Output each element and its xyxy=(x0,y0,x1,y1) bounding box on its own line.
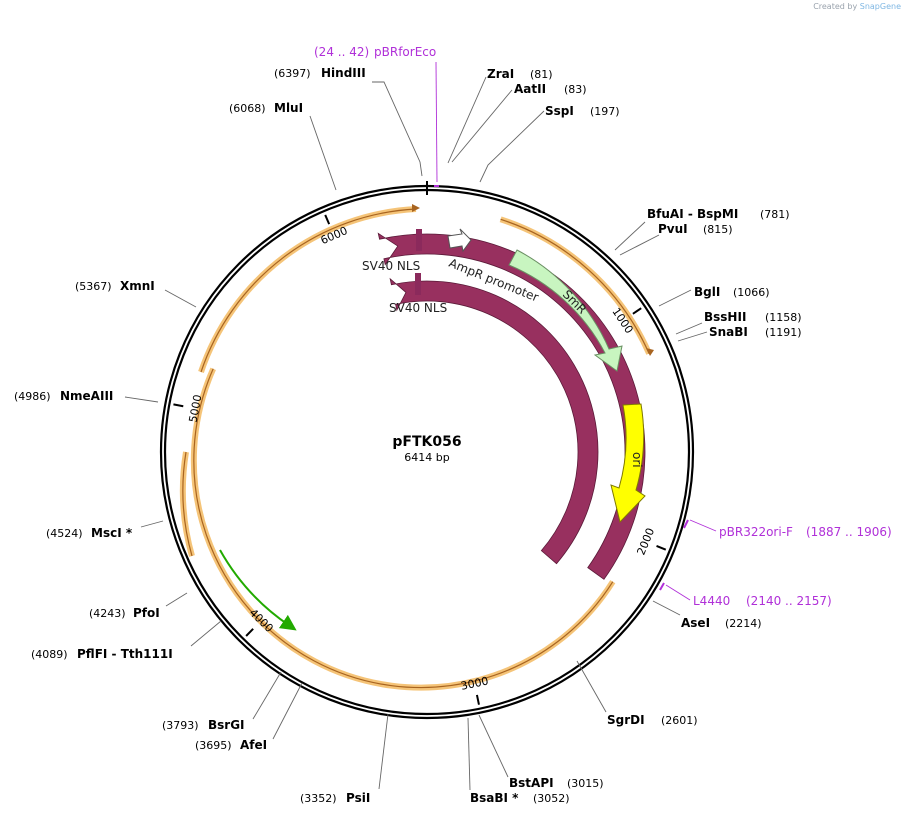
site-pos: (4524) xyxy=(46,527,83,540)
site-name: AseI xyxy=(681,616,710,630)
primer-name: pBRforEco xyxy=(374,45,436,59)
leader-lines xyxy=(124,61,717,791)
site-pos: (197) xyxy=(590,105,620,118)
feature-label-cas9-outer: Cas9 xyxy=(237,540,263,573)
site-name: BfuAI - BspMI xyxy=(647,207,738,221)
cas9-arc xyxy=(389,277,599,565)
primer-labels: (24 .. 42) pBRforEco pBR322ori-F (1887 .… xyxy=(314,45,892,608)
site-name: HindIII xyxy=(321,66,366,80)
tick-mark xyxy=(245,628,254,637)
site-name: MluI xyxy=(274,101,303,115)
smr-arrow xyxy=(508,249,623,372)
feature-label-sv40-nls-2: SV40 NLS xyxy=(389,301,447,315)
site-name: XmnI xyxy=(120,279,155,293)
site-pos: (1191) xyxy=(765,326,802,339)
site-name: PfoI xyxy=(133,606,160,620)
tick-mark xyxy=(324,214,331,225)
orf-arcs xyxy=(179,206,652,691)
tick-label: 5000 xyxy=(187,394,205,424)
site-pos: (5367) xyxy=(75,280,112,293)
primer-range: (1887 .. 1906) xyxy=(806,525,892,539)
site-pos: (1066) xyxy=(733,286,770,299)
site-name: BsrGI xyxy=(208,718,245,732)
site-pos: (3015) xyxy=(567,777,604,790)
primer-mark-pbr322ori xyxy=(683,519,689,529)
site-pos: (2601) xyxy=(661,714,698,727)
site-name: SspI xyxy=(545,104,574,118)
tick-label: 6000 xyxy=(319,224,350,247)
site-name: AatII xyxy=(514,82,546,96)
site-pos: (4243) xyxy=(89,607,126,620)
site-name: SnaBI xyxy=(709,325,748,339)
site-pos: (6397) xyxy=(274,67,311,80)
sv40-nls-block-2 xyxy=(415,273,421,295)
site-pos: (83) xyxy=(564,83,587,96)
site-name: BssHII xyxy=(704,310,746,324)
orf-arrowhead xyxy=(646,348,654,356)
ori-arrow xyxy=(610,403,646,524)
tick-label: 2000 xyxy=(635,526,658,557)
feature-label-cas9-inner: Cas9 xyxy=(278,517,304,550)
primer-range: (2140 .. 2157) xyxy=(746,594,832,608)
primer-range: (24 .. 42) xyxy=(314,45,369,59)
site-pos: (1158) xyxy=(765,311,802,324)
orf-arrowhead-2 xyxy=(412,204,420,212)
primer-name: pBR322ori-F xyxy=(719,525,793,539)
tick-mark xyxy=(173,403,184,408)
site-name: MscI * xyxy=(91,526,133,540)
feature-label-ori: ori xyxy=(630,452,644,468)
primer-name: L4440 xyxy=(693,594,730,608)
site-pos: (781) xyxy=(760,208,790,221)
ampr-promoter-arrow xyxy=(447,228,472,253)
site-name: SgrDI xyxy=(607,713,645,727)
site-name: PflFI - Tth111I xyxy=(77,647,173,661)
site-name: ZraI xyxy=(487,67,514,81)
credit-prefix: Created by xyxy=(813,2,858,11)
cas9-inner-arrow xyxy=(389,277,599,565)
site-name: PsiI xyxy=(346,791,370,805)
snapgene-logo: SnapGene xyxy=(859,2,901,11)
site-labels-left: (6397) HindIII (6068) MluI (5367) XmnI (… xyxy=(14,66,370,805)
site-name: BsaBI * xyxy=(470,791,519,805)
snapgene-credit: Created by SnapGene xyxy=(813,2,901,11)
site-name: BstAPI xyxy=(509,776,554,790)
tick-mark xyxy=(632,307,642,315)
tick-label: 3000 xyxy=(460,674,490,692)
site-pos: (3052) xyxy=(533,792,570,805)
site-name: NmeAIII xyxy=(60,389,113,403)
feature-label-sv40-nls-1: SV40 NLS xyxy=(362,259,420,273)
green-feature-arrow xyxy=(219,549,297,631)
site-pos: (4089) xyxy=(31,648,68,661)
site-name: PvuI xyxy=(658,222,688,236)
site-pos: (2214) xyxy=(725,617,762,630)
primer-mark-l4440 xyxy=(659,582,665,591)
site-pos: (3793) xyxy=(162,719,199,732)
site-name: BglI xyxy=(694,285,720,299)
site-name: AfeI xyxy=(240,738,267,752)
tick-mark xyxy=(475,694,480,705)
tick-mark xyxy=(656,544,667,551)
plasmid-size: 6414 bp xyxy=(404,451,449,464)
site-pos: (3695) xyxy=(195,739,232,752)
site-pos: (6068) xyxy=(229,102,266,115)
site-labels-right: ZraI (81) AatII (83) SspI (197) BfuAI - … xyxy=(470,67,802,805)
site-pos: (815) xyxy=(703,223,733,236)
site-pos: (81) xyxy=(530,68,553,81)
sv40-nls-block-1 xyxy=(416,229,422,251)
site-pos: (3352) xyxy=(300,792,337,805)
plasmid-name: pFTK056 xyxy=(392,434,461,450)
site-pos: (4986) xyxy=(14,390,51,403)
